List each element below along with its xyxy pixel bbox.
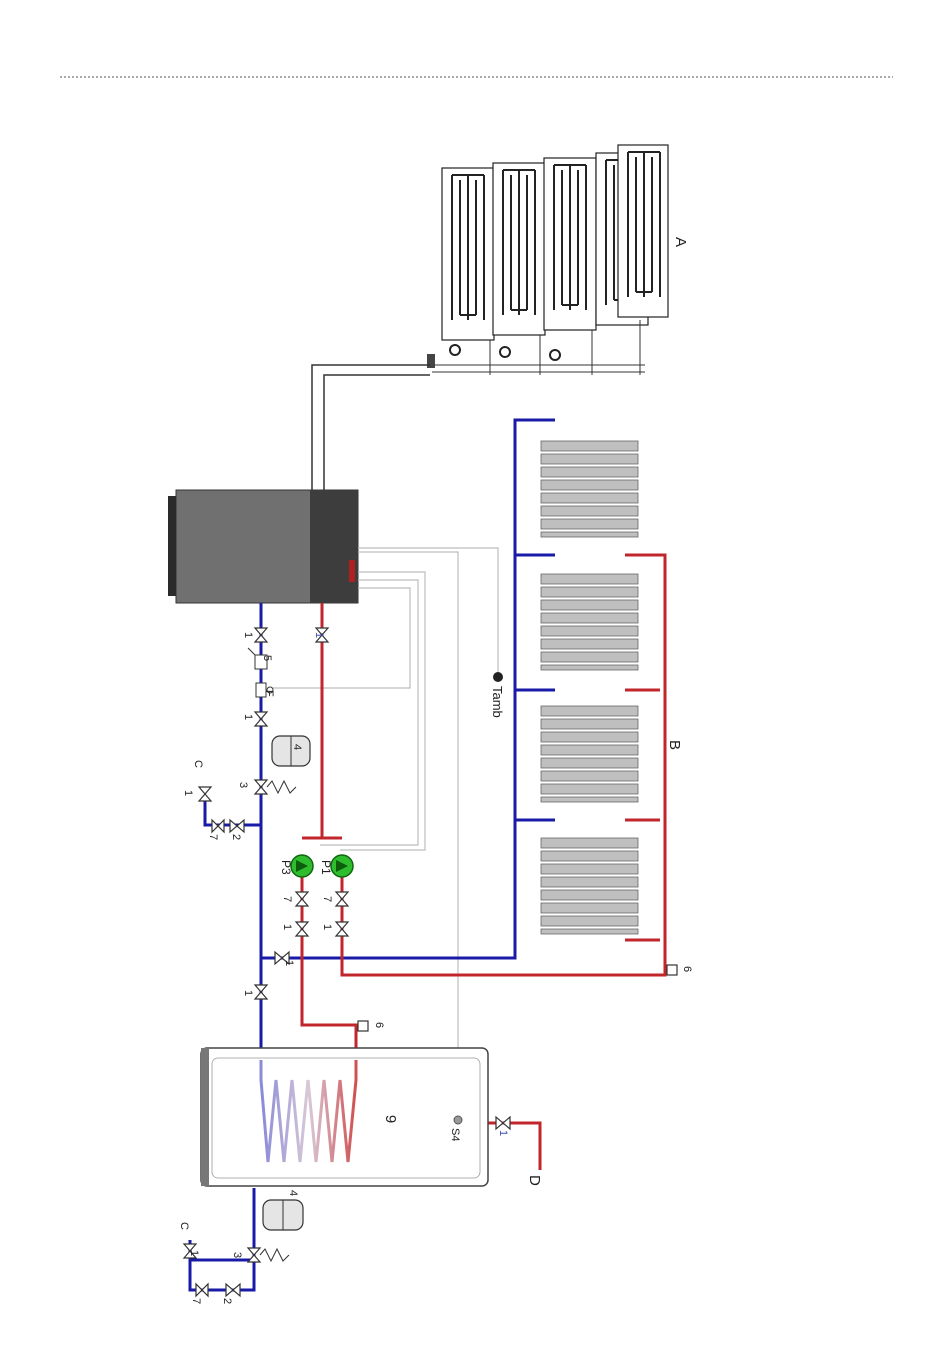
label-1: 1 bbox=[242, 632, 254, 638]
solar-collector bbox=[493, 163, 545, 335]
label-2: 2 bbox=[221, 1298, 233, 1304]
collector-fitting bbox=[550, 350, 560, 360]
label-s4: S4 bbox=[449, 1128, 461, 1141]
label-6: 6 bbox=[373, 1022, 385, 1028]
collector-fitting bbox=[500, 347, 510, 357]
label-6: 6 bbox=[681, 966, 693, 972]
label-1-blue: 1 bbox=[497, 1130, 509, 1136]
collector-loop-pipe bbox=[312, 365, 430, 490]
label-7: 7 bbox=[190, 1298, 202, 1304]
label-3: 3 bbox=[237, 782, 249, 788]
safety-valve-spring bbox=[260, 1249, 289, 1261]
label-collectors: A bbox=[672, 237, 689, 247]
radiator bbox=[541, 574, 638, 670]
drain-6 bbox=[667, 965, 677, 975]
label-1: 1 bbox=[242, 714, 254, 720]
label-3: 3 bbox=[231, 1252, 243, 1258]
label-4: 4 bbox=[287, 1190, 299, 1196]
solar-collector bbox=[544, 158, 596, 330]
pump-p1 bbox=[331, 855, 353, 877]
label-p1: P1 bbox=[319, 860, 333, 875]
safety-valve-spring bbox=[267, 781, 296, 793]
sensor-wiring bbox=[268, 548, 498, 1118]
label-f: F bbox=[263, 690, 275, 697]
label-1: 1 bbox=[283, 960, 295, 966]
radiator bbox=[541, 838, 638, 934]
label-1: 1 bbox=[182, 790, 194, 796]
label-1: 1 bbox=[281, 924, 293, 930]
label-1-blue: 1 bbox=[313, 632, 325, 638]
tank-sensor-s4 bbox=[454, 1116, 462, 1124]
label-c: C bbox=[192, 760, 204, 768]
collector-fitting bbox=[450, 345, 460, 355]
heat-pump-unit bbox=[168, 490, 358, 603]
label-p3: P3 bbox=[279, 860, 293, 875]
label-7: 7 bbox=[321, 896, 333, 902]
label-5: 5 bbox=[261, 655, 273, 661]
label-d: D bbox=[526, 1175, 543, 1186]
drain-6 bbox=[358, 1021, 368, 1031]
label-1: 1 bbox=[188, 1250, 200, 1256]
radiator bbox=[541, 441, 638, 537]
solar-collector bbox=[618, 145, 668, 317]
radiators: B bbox=[541, 441, 683, 934]
solar-collectors: A bbox=[427, 145, 689, 375]
pump-p3 bbox=[291, 855, 313, 877]
label-c: C bbox=[178, 1222, 190, 1230]
valves bbox=[184, 628, 510, 1296]
solar-collector bbox=[442, 168, 494, 340]
radiator bbox=[541, 706, 638, 802]
tamb-sensor bbox=[493, 672, 503, 682]
label-tamb: Tamb bbox=[490, 686, 505, 718]
label-7: 7 bbox=[281, 896, 293, 902]
label-1: 1 bbox=[321, 924, 333, 930]
label-7: 7 bbox=[207, 834, 219, 840]
label-1: 1 bbox=[242, 990, 254, 996]
label-radiators: B bbox=[666, 740, 683, 750]
hot-water-tank bbox=[201, 1048, 488, 1186]
label-4: 4 bbox=[291, 744, 303, 750]
collector-connector bbox=[427, 354, 435, 368]
label-2: 2 bbox=[230, 834, 242, 840]
label-tank: 9 bbox=[382, 1115, 399, 1123]
